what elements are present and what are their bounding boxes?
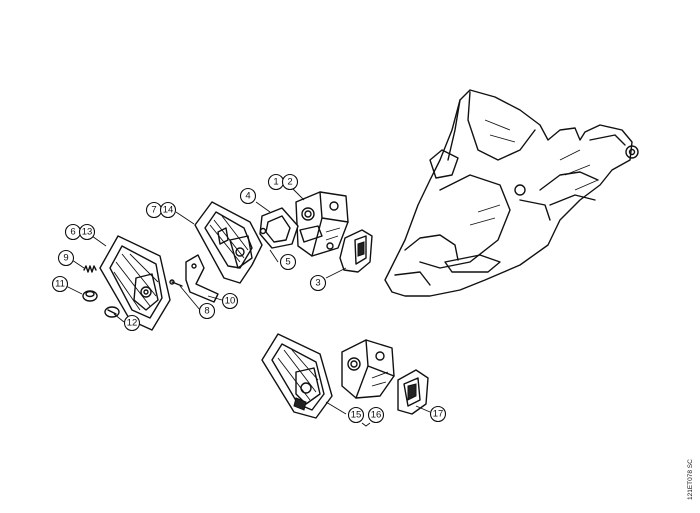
callout-13: 13 (82, 227, 93, 238)
callout-9: 9 (63, 253, 68, 264)
nut (82, 290, 98, 302)
pin (169, 279, 183, 287)
callout-14: 14 (163, 205, 174, 216)
kit-carburetor (341, 339, 395, 399)
gasket (259, 207, 299, 249)
callout-brace (361, 422, 371, 427)
callout-17-marker: 17 (429, 405, 447, 423)
drawing-code: 121ET078 SC (687, 459, 694, 500)
callout-9-marker: 9 (57, 249, 75, 267)
callout-17: 17 (433, 409, 444, 420)
callout-6: 6 (70, 227, 75, 238)
callout-10-marker: 10 (221, 292, 239, 310)
mounting-bracket (185, 254, 219, 303)
callout-4-marker: 4 (239, 187, 257, 205)
kit-air-filter (261, 333, 333, 419)
callout-12: 12 (127, 318, 138, 329)
callout-3: 3 (315, 278, 320, 289)
screw (104, 306, 120, 318)
callout-1-2: 1 2 (267, 173, 299, 191)
air-filter (99, 235, 171, 331)
kit-intake-manifold (397, 369, 429, 415)
callout-12-marker: 12 (123, 314, 141, 332)
callout-4: 4 (245, 191, 250, 202)
air-filter-frame (194, 201, 263, 284)
callout-5: 5 (285, 257, 290, 268)
callout-7-14: 7 14 (145, 201, 177, 219)
callout-6-13: 6 13 (64, 223, 96, 241)
callout-10: 10 (225, 296, 236, 307)
callout-2: 2 (287, 177, 292, 188)
carburetor (295, 191, 349, 257)
callout-5-marker: 5 (279, 253, 297, 271)
callout-11: 11 (55, 279, 65, 290)
callout-1: 1 (273, 177, 278, 188)
callout-11-marker: 11 (51, 275, 69, 293)
callout-3-marker: 3 (309, 274, 327, 292)
leader-lines (65, 187, 431, 415)
callout-16: 16 (371, 410, 382, 421)
intake-manifold (339, 229, 373, 273)
callout-8: 8 (204, 306, 209, 317)
engine-housing (384, 89, 639, 297)
spring (83, 265, 97, 273)
callout-15: 15 (351, 410, 362, 421)
callout-8-marker: 8 (198, 302, 216, 320)
callout-7: 7 (151, 205, 156, 216)
callout-15-16: 15 16 (347, 406, 385, 424)
